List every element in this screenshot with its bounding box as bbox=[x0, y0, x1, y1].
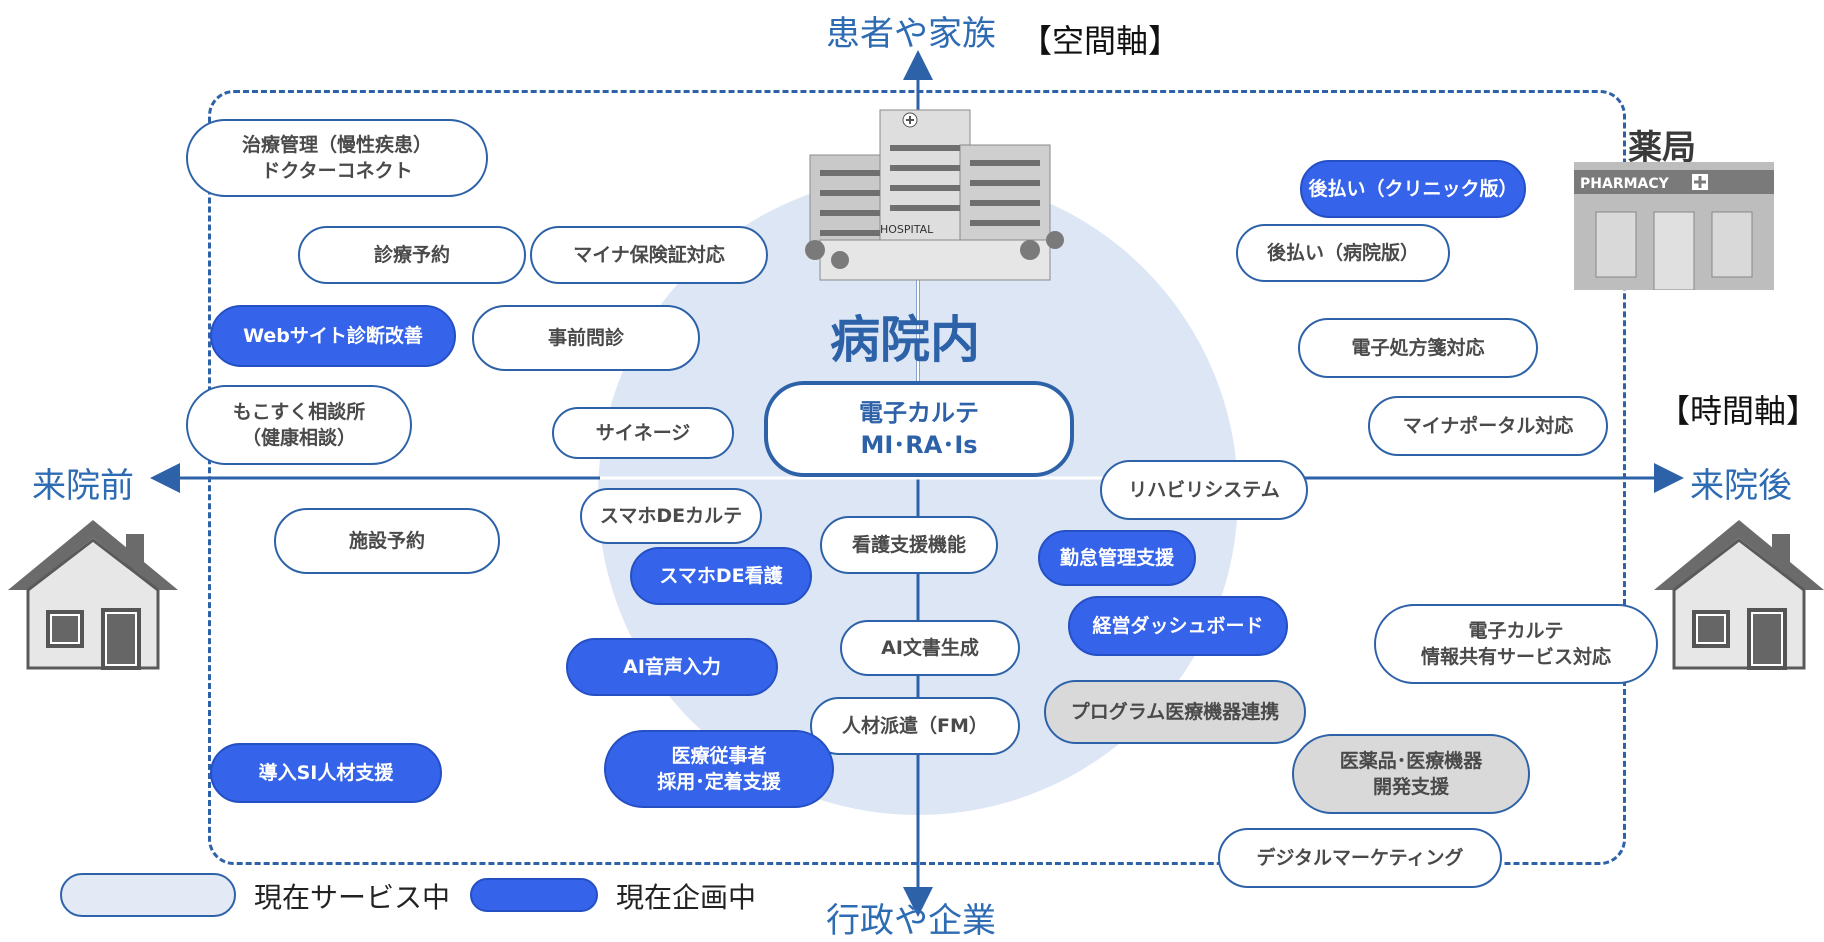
service-pill-shisetsu-yoyaku: 施設予約 bbox=[274, 508, 500, 574]
service-pill-text: 後払い（クリニック版） bbox=[1308, 178, 1518, 200]
hospital-sign: HOSPITAL bbox=[880, 223, 934, 236]
hospital-building-icon: HOSPITAL bbox=[805, 109, 1064, 281]
service-pill-ai-onsei: AI音声入力 bbox=[566, 638, 778, 696]
service-pill-text: スマホDEカルテ bbox=[599, 505, 743, 527]
emr-line1: 電子カルテ bbox=[859, 399, 979, 427]
service-pill-text: 後払い（病院版） bbox=[1266, 242, 1419, 264]
axis-bottom-label: 行政や企業 bbox=[826, 901, 996, 941]
service-pill-text: リハビリシステム bbox=[1128, 479, 1280, 501]
service-pill-kintai-kanri: 勤怠管理支援 bbox=[1038, 530, 1196, 586]
emr-line2: MI･RA･Is bbox=[860, 431, 978, 459]
pharmacy-label: 薬局 bbox=[1628, 128, 1696, 168]
service-pill-text: デジタルマーケティング bbox=[1256, 847, 1464, 869]
service-pill-text: 診療予約 bbox=[373, 244, 450, 266]
service-pill-text: 医療従事者 採用･定着支援 bbox=[657, 745, 781, 793]
service-pill-text: サイネージ bbox=[595, 422, 691, 444]
legend-current-swatch bbox=[60, 873, 236, 917]
service-pill-text: 勤怠管理支援 bbox=[1059, 547, 1174, 569]
service-pill-sumaho-de-karte: スマホDEカルテ bbox=[580, 488, 762, 544]
service-pill-program-iryoukiki: プログラム医療機器連携 bbox=[1044, 680, 1306, 744]
spatial-axis-label: 【空間軸】 bbox=[1020, 22, 1181, 60]
service-pill-emr-joho-kyouyu: 電子カルテ 情報共有サービス対応 bbox=[1374, 604, 1658, 684]
service-pill-text: AI文書生成 bbox=[881, 637, 979, 659]
pharmacy-building-icon: PHARMACY bbox=[1574, 162, 1774, 290]
service-pill-denshi-shohousen: 電子処方箋対応 bbox=[1298, 318, 1538, 378]
pharmacy-sign: PHARMACY bbox=[1580, 176, 1670, 192]
service-pill-text: 施設予約 bbox=[348, 530, 425, 552]
service-pill-shinryou-yoyaku: 診療予約 bbox=[298, 226, 526, 284]
service-pill-kango-shien: 看護支援機能 bbox=[820, 516, 998, 574]
service-pill-text: 導入SI人材支援 bbox=[258, 762, 394, 784]
house-right-icon bbox=[1654, 520, 1824, 670]
service-pill-text: プログラム医療機器連携 bbox=[1070, 701, 1280, 723]
service-pill-myna-hokensho: マイナ保険証対応 bbox=[530, 226, 768, 284]
axis-right-label: 来院後 bbox=[1690, 466, 1792, 506]
house-left-icon bbox=[8, 520, 178, 670]
service-pill-text: 電子処方箋対応 bbox=[1351, 337, 1485, 359]
service-pill-iryou-juujisha: 医療従事者 採用･定着支援 bbox=[604, 730, 834, 808]
axis-top-label: 患者や家族 bbox=[826, 14, 996, 54]
service-pill-jizen-monshin: 事前問診 bbox=[472, 305, 700, 371]
service-pill-text: 経営ダッシュボード bbox=[1092, 615, 1264, 637]
service-pill-text: もこすく相談所 （健康相談） bbox=[232, 401, 366, 449]
time-axis-label: 【時間軸】 bbox=[1658, 392, 1819, 430]
service-pill-text: Webサイト診断改善 bbox=[243, 325, 423, 347]
service-pill-text: AI音声入力 bbox=[623, 656, 721, 678]
service-pill-digital-marketing: デジタルマーケティング bbox=[1218, 828, 1502, 888]
service-pill-text: マイナ保険証対応 bbox=[573, 244, 725, 266]
service-pill-dounyu-si: 導入SI人材支援 bbox=[210, 743, 442, 803]
legend-planned-swatch bbox=[470, 878, 598, 912]
service-pill-keiei-dashboard: 経営ダッシュボード bbox=[1068, 596, 1288, 656]
legend-planned-label: 現在企画中 bbox=[616, 881, 757, 914]
legend-current-label: 現在サービス中 bbox=[254, 881, 451, 914]
service-pill-text: 看護支援機能 bbox=[851, 534, 966, 556]
service-pill-signage: サイネージ bbox=[552, 407, 734, 459]
service-pill-text: スマホDE看護 bbox=[659, 565, 783, 587]
service-pill-text: 治療管理（慢性疾患） ドクターコネクト bbox=[241, 134, 432, 182]
service-pill-mokosuku-soudan: もこすく相談所 （健康相談） bbox=[186, 385, 412, 465]
service-pill-rehab-system: リハビリシステム bbox=[1100, 460, 1308, 520]
service-pill-text: 医薬品･医療機器 開発支援 bbox=[1339, 750, 1483, 798]
service-pill-website-shindan: Webサイト診断改善 bbox=[210, 305, 456, 367]
service-pill-iyakuhin-kaihatsu: 医薬品･医療機器 開発支援 bbox=[1292, 734, 1530, 814]
service-pill-text: 事前問診 bbox=[547, 327, 624, 349]
hospital-inside-title: 病院内 bbox=[830, 311, 980, 369]
axis-left-label: 来院前 bbox=[32, 466, 134, 506]
service-pill-text: 人材派遣（FM） bbox=[842, 715, 988, 737]
service-pill-ai-bunsho: AI文書生成 bbox=[840, 620, 1020, 676]
service-pill-atobarai-clinic: 後払い（クリニック版） bbox=[1300, 160, 1526, 218]
service-pill-sumaho-de-kango: スマホDE看護 bbox=[630, 547, 812, 605]
emr-pill: 電子カルテ MI･RA･Is bbox=[764, 381, 1074, 477]
service-pill-jinzai-haken: 人材派遣（FM） bbox=[810, 697, 1020, 755]
service-pill-atobarai-byouin: 後払い（病院版） bbox=[1236, 224, 1450, 282]
service-pill-chiryou-kanri: 治療管理（慢性疾患） ドクターコネクト bbox=[186, 119, 488, 197]
service-pill-text: 電子カルテ 情報共有サービス対応 bbox=[1420, 620, 1611, 668]
service-pill-text: マイナポータル対応 bbox=[1402, 415, 1574, 437]
service-pill-myna-portal: マイナポータル対応 bbox=[1368, 396, 1608, 456]
